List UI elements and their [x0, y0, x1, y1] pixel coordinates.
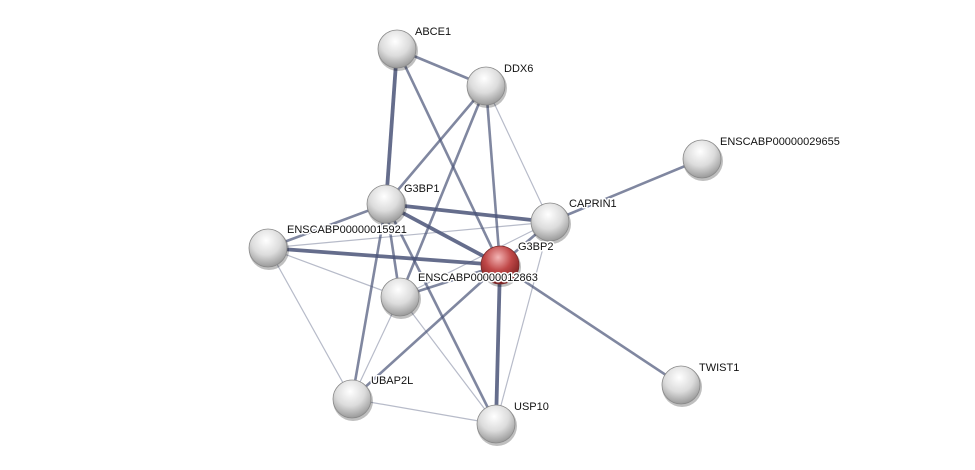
- edge-G3BP2-USP10[interactable]: [494, 264, 502, 425]
- query-node-sphere[interactable]: [480, 245, 520, 285]
- edge-CAPRIN1-ENSCABP00000029655[interactable]: [549, 157, 703, 224]
- node-sphere[interactable]: [377, 29, 417, 69]
- edge-ENSCABP00000015921-CAPRIN1[interactable]: [267, 221, 551, 249]
- edge-ABCE1-G3BP2[interactable]: [395, 48, 502, 266]
- node-label: ENSCABP00000029655: [720, 136, 840, 148]
- node-DDX6[interactable]: [466, 66, 507, 108]
- edge-DDX6-G3BP2[interactable]: [484, 85, 502, 266]
- edge-CAPRIN1-ENSCABP00000012863[interactable]: [399, 221, 551, 298]
- node-label: UBAP2L: [371, 375, 413, 387]
- node-G3BP1[interactable]: [366, 184, 407, 226]
- node-label: ENSCABP00000015921: [287, 224, 407, 236]
- node-ABCE1[interactable]: [377, 29, 418, 71]
- edge-ENSCABP00000015921-UBAP2L[interactable]: [267, 247, 353, 400]
- node-label: G3BP2: [518, 241, 553, 253]
- node-sphere[interactable]: [248, 228, 288, 268]
- edge-UBAP2L-USP10[interactable]: [351, 398, 497, 425]
- edge-G3BP1-USP10[interactable]: [384, 203, 498, 425]
- node-CAPRIN1[interactable]: [530, 202, 571, 244]
- node-ENSCABP00000015921[interactable]: [248, 228, 289, 270]
- edge-DDX6-G3BP1[interactable]: [385, 85, 487, 205]
- edge-CAPRIN1-USP10[interactable]: [495, 221, 551, 425]
- edge-ABCE1-G3BP1[interactable]: [384, 48, 399, 205]
- node-sphere[interactable]: [466, 66, 506, 106]
- node-ENSCABP00000029655[interactable]: [682, 139, 723, 181]
- edge-G3BP1-G3BP2[interactable]: [385, 202, 501, 267]
- node-label: G3BP1: [404, 183, 439, 195]
- edge-ENSCABP00000015921-ENSCABP00000012863[interactable]: [267, 247, 401, 298]
- node-sphere[interactable]: [476, 404, 516, 444]
- edge-ENSCABP00000012863-USP10[interactable]: [399, 296, 497, 425]
- edge-ENSCABP00000015921-G3BP2[interactable]: [267, 246, 501, 267]
- node-label: USP10: [514, 401, 549, 413]
- node-label: TWIST1: [699, 362, 739, 374]
- node-G3BP2[interactable]: [480, 245, 521, 287]
- edge-DDX6-CAPRIN1[interactable]: [485, 85, 551, 223]
- edge-G3BP2-UBAP2L[interactable]: [351, 264, 501, 400]
- node-sphere[interactable]: [332, 379, 372, 419]
- node-sphere[interactable]: [661, 365, 701, 405]
- node-USP10[interactable]: [476, 404, 517, 446]
- node-label: ABCE1: [415, 26, 451, 38]
- node-sphere[interactable]: [682, 139, 722, 179]
- node-ENSCABP00000012863[interactable]: [380, 277, 421, 319]
- node-label: ENSCABP00000012863: [418, 272, 538, 284]
- node-sphere[interactable]: [530, 202, 570, 242]
- node-sphere[interactable]: [380, 277, 420, 317]
- edge-G3BP2-TWIST1[interactable]: [499, 263, 682, 387]
- edge-G3BP1-ENSCABP00000015921[interactable]: [267, 202, 387, 250]
- node-TWIST1[interactable]: [661, 365, 702, 407]
- node-sphere[interactable]: [366, 184, 406, 224]
- edge-G3BP1-CAPRIN1[interactable]: [385, 202, 551, 224]
- node-UBAP2L[interactable]: [332, 379, 373, 421]
- node-label: CAPRIN1: [569, 198, 617, 210]
- node-label: DDX6: [504, 63, 533, 75]
- edge-G3BP1-UBAP2L[interactable]: [350, 203, 388, 400]
